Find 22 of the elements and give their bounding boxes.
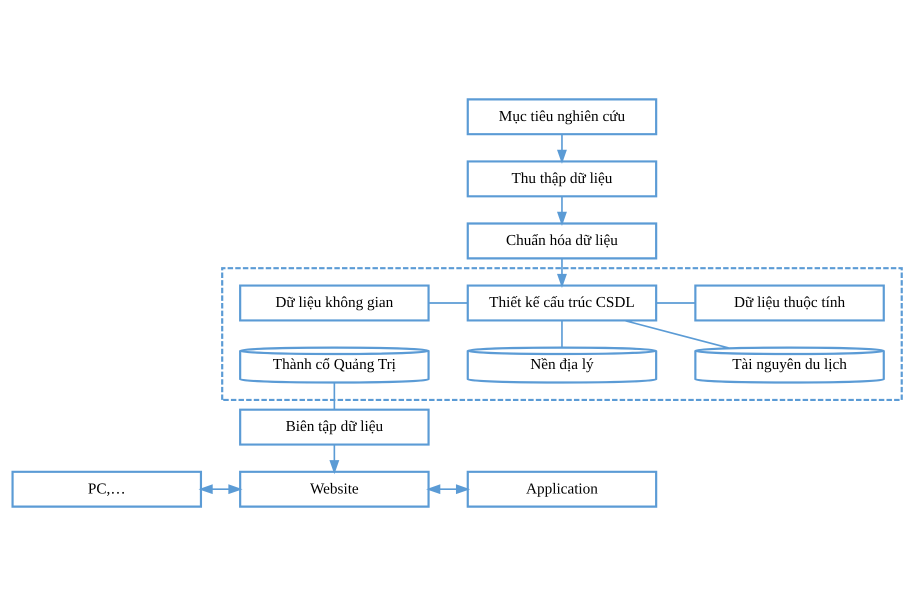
arrow bbox=[557, 258, 567, 288]
node-box: Application bbox=[466, 470, 658, 508]
node-box: Website bbox=[239, 470, 430, 508]
node-box: Thiết kế cấu trúc CSDL bbox=[466, 284, 658, 322]
connector bbox=[428, 302, 468, 304]
node-box: Thu thập dữ liệu bbox=[466, 160, 658, 198]
connector bbox=[561, 320, 563, 348]
node-box: Chuẩn hóa dữ liệu bbox=[466, 222, 658, 260]
node-box: Biên tập dữ liệu bbox=[239, 408, 430, 446]
node-box: PC,… bbox=[11, 470, 202, 508]
node-box: Dữ liệu thuộc tính bbox=[694, 284, 885, 322]
node-box: Mục tiêu nghiên cứu bbox=[466, 98, 658, 136]
arrow bbox=[557, 134, 567, 164]
arrow bbox=[426, 484, 470, 494]
arrow bbox=[198, 484, 243, 494]
cluster bbox=[221, 267, 903, 401]
connector bbox=[624, 320, 729, 349]
arrow bbox=[329, 444, 340, 474]
connector bbox=[334, 382, 336, 410]
connector bbox=[656, 302, 696, 304]
node-box: Dữ liệu không gian bbox=[239, 284, 430, 322]
arrow bbox=[557, 196, 567, 226]
